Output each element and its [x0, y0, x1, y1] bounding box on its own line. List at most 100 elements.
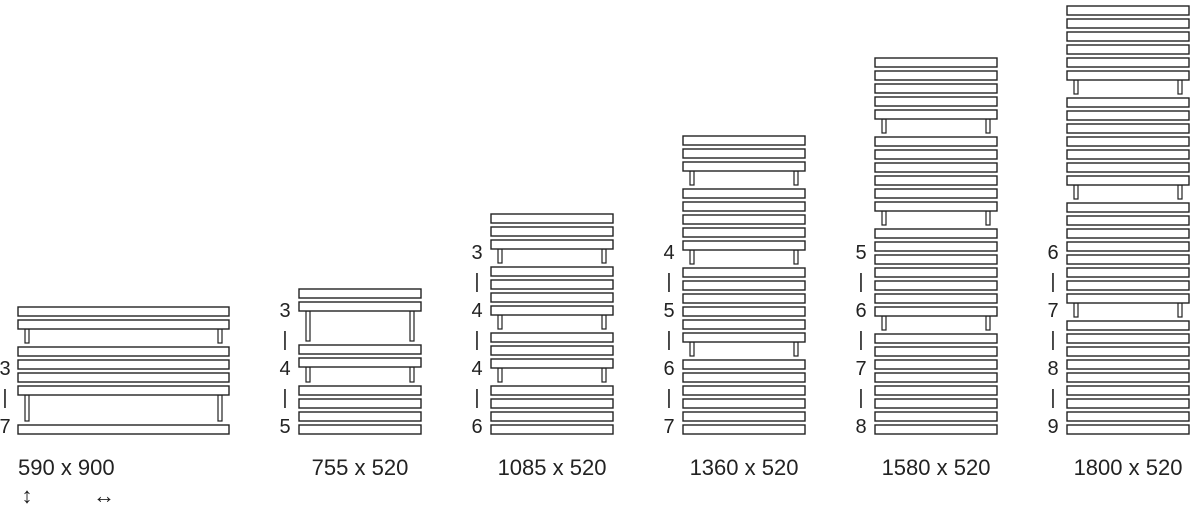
radiator-post: [1177, 302, 1183, 318]
radiator-bar: [1066, 31, 1190, 42]
radiator-bar: [874, 293, 998, 304]
radiator-bar: [1066, 5, 1190, 16]
radiator-bar: [490, 239, 614, 250]
side-label: |: [1050, 329, 1055, 351]
radiator-bar: [874, 372, 998, 383]
radiator-bar: [1066, 18, 1190, 29]
radiator-bar: [17, 424, 230, 435]
radiator-bar: [1066, 267, 1190, 278]
side-label: 6: [471, 416, 482, 438]
radiator-bar: [874, 70, 998, 81]
radiator-bar: [490, 411, 614, 422]
radiator-bar: [298, 398, 422, 409]
radiator-bar: [682, 188, 806, 199]
radiator-post: [217, 394, 223, 422]
radiator-bar: [1066, 280, 1190, 291]
radiator-bar: [682, 411, 806, 422]
radiator-post: [305, 310, 311, 342]
radiator-bar: [1066, 398, 1190, 409]
size-label: 1360 x 520: [690, 455, 799, 480]
side-label: |: [474, 329, 479, 351]
radiator-bar: [874, 411, 998, 422]
radiator-bar: [298, 344, 422, 355]
radiator-bar: [1066, 110, 1190, 121]
side-label: 8: [855, 416, 866, 438]
side-label: 3: [471, 242, 482, 264]
radiator-bar: [490, 305, 614, 316]
radiator-bar: [1066, 333, 1190, 344]
size-label: 590 x 900: [18, 455, 115, 480]
radiator-bar: [874, 96, 998, 107]
radiator-bar: [1066, 215, 1190, 226]
radiator-bar: [1066, 57, 1190, 68]
radiator-post: [793, 170, 799, 186]
radiator-bar: [298, 411, 422, 422]
radiator-post: [689, 341, 695, 357]
dimension-icons: ↕ ↔: [22, 483, 116, 508]
size-label: 1085 x 520: [498, 455, 607, 480]
radiator-bar: [874, 201, 998, 212]
radiator-bar: [682, 359, 806, 370]
radiator-bar: [1066, 372, 1190, 383]
radiator-bar: [874, 280, 998, 291]
radiator-bar: [682, 148, 806, 159]
radiator-bar: [17, 319, 230, 330]
radiator-bar: [490, 424, 614, 435]
radiator-bar: [874, 254, 998, 265]
side-label: 4: [663, 242, 674, 264]
radiator-bar: [874, 175, 998, 186]
radiator-bar: [682, 135, 806, 146]
radiator-bar: [874, 398, 998, 409]
radiator-bar: [490, 279, 614, 290]
radiator-bar: [1066, 320, 1190, 331]
radiator-bar: [682, 319, 806, 330]
radiator-bar: [682, 280, 806, 291]
width-arrow-icon: ↔: [93, 483, 115, 508]
radiator-post: [881, 315, 887, 331]
radiator-bar: [490, 385, 614, 396]
radiator-bar: [1066, 44, 1190, 55]
radiator-post: [24, 394, 30, 422]
radiator-post: [409, 366, 415, 383]
radiator-bar: [874, 241, 998, 252]
side-label: 4: [471, 300, 482, 322]
size-label: 1580 x 520: [882, 455, 991, 480]
side-label: 7: [1047, 300, 1058, 322]
side-label: 5: [279, 416, 290, 438]
radiator-bar: [1066, 202, 1190, 213]
size-label: 755 x 520: [312, 455, 409, 480]
radiator-bar: [874, 57, 998, 68]
radiator-bar: [874, 228, 998, 239]
radiator-bar: [682, 267, 806, 278]
radiator-post: [985, 118, 991, 134]
radiator-bar: [1066, 123, 1190, 134]
side-label: 6: [1047, 242, 1058, 264]
radiator-bar: [682, 227, 806, 238]
side-label: |: [858, 271, 863, 293]
side-label: |: [1050, 271, 1055, 293]
radiator-post: [881, 210, 887, 226]
radiator-post: [1073, 79, 1079, 95]
radiator-bar: [1066, 359, 1190, 370]
radiator-bar: [682, 332, 806, 343]
radiator-bar: [874, 333, 998, 344]
radiator-post: [1073, 302, 1079, 318]
radiator-bar: [1066, 149, 1190, 160]
radiator-bar: [682, 385, 806, 396]
radiator-bar: [298, 357, 422, 368]
side-label: 3: [0, 358, 11, 380]
radiator-bar: [1066, 70, 1190, 81]
radiator-post: [881, 118, 887, 134]
radiator-bar: [17, 385, 230, 396]
radiator-bar: [1066, 293, 1190, 304]
radiator-post: [497, 367, 503, 383]
radiator-post: [217, 328, 223, 344]
radiator-bar: [298, 385, 422, 396]
side-label: 6: [855, 300, 866, 322]
side-label: 4: [279, 358, 290, 380]
